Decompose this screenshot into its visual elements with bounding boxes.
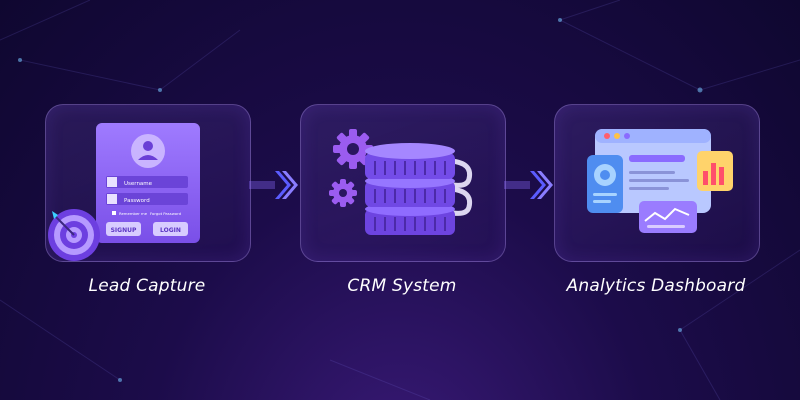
remember-me-checkbox: Remember me bbox=[119, 211, 148, 216]
login-form-illustration: Username Password Remember me Forgot Pas… bbox=[48, 123, 200, 261]
pie-chart-icon bbox=[587, 155, 623, 213]
username-field: Username bbox=[124, 181, 153, 187]
browser-window-icon bbox=[595, 129, 711, 213]
analytics-dashboard-label: Analytics Dashboard bbox=[566, 276, 746, 296]
lock-icon bbox=[107, 194, 117, 204]
password-field: Password bbox=[124, 198, 150, 204]
crm-system-label: CRM System bbox=[347, 276, 457, 296]
database-illustration bbox=[329, 129, 473, 235]
server-stack-icon bbox=[365, 143, 473, 235]
target-icon bbox=[48, 209, 100, 261]
svg-text:LOGIN: LOGIN bbox=[160, 227, 181, 234]
svg-text:SIGNUP: SIGNUP bbox=[111, 227, 137, 234]
signup-button bbox=[106, 222, 141, 236]
flow-arrow-icon bbox=[504, 171, 553, 199]
user-icon bbox=[107, 177, 117, 187]
gear-small-icon bbox=[329, 179, 357, 207]
flow-arrow-icon bbox=[249, 171, 298, 199]
crm-system-card bbox=[300, 104, 506, 262]
user-avatar-icon bbox=[131, 134, 165, 168]
login-button bbox=[153, 222, 188, 236]
forgot-password-link: Forgot Password bbox=[150, 211, 182, 216]
gear-icon bbox=[333, 129, 373, 169]
lead-capture-label: Lead Capture bbox=[88, 276, 206, 296]
bar-chart-icon bbox=[697, 151, 733, 191]
dashboard-illustration bbox=[587, 129, 733, 233]
lead-capture-card: Username Password Remember me Forgot Pas… bbox=[45, 104, 251, 262]
analytics-dashboard-card bbox=[554, 104, 760, 262]
line-chart-icon bbox=[639, 201, 697, 233]
